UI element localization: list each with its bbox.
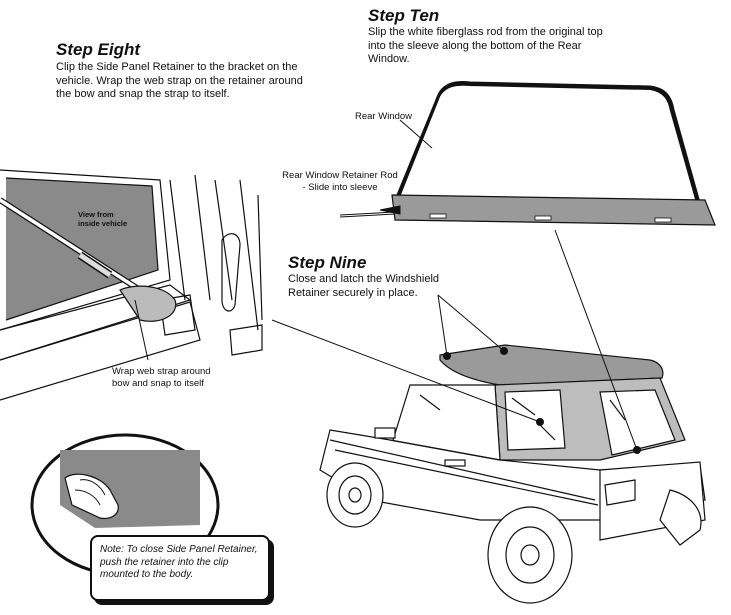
step-ten-instructions: Slip the white fiberglass rod from the o… xyxy=(368,26,603,65)
step-ten-heading: Step Ten xyxy=(368,6,440,25)
retainer-note-box: Note: To close Side Panel Retainer, push… xyxy=(90,535,270,601)
retainer-rod-label-line1: Rear Window Retainer Rod xyxy=(282,170,398,181)
step-nine-heading: Step Nine xyxy=(288,253,367,272)
step-eight-heading: Step Eight xyxy=(56,40,141,59)
wrap-strap-label-line1: Wrap web strap around xyxy=(112,366,211,377)
view-from-inside-label-line2: inside vehicle xyxy=(78,219,128,228)
rear-window-label: Rear Window xyxy=(355,111,413,122)
view-from-inside-label: View from inside vehicle xyxy=(78,210,127,228)
step-eight-instructions: Clip the Side Panel Retainer to the brac… xyxy=(56,61,303,100)
step-nine-instructions: Close and latch the Windshield Retainer … xyxy=(288,273,440,299)
wrap-strap-label-line2: bow and snap to itself xyxy=(112,378,204,389)
retainer-rod-label-line2: - Slide into sleeve xyxy=(302,182,378,193)
vehicle-drawing xyxy=(319,344,706,604)
interior-door-frame-drawing xyxy=(0,169,263,401)
retainer-rod-label: Rear Window Retainer Rod - Slide into sl… xyxy=(275,170,405,194)
callout-leader-lines xyxy=(271,119,638,451)
view-from-inside-label-line1: View from xyxy=(78,210,114,219)
callout-dots xyxy=(443,347,641,454)
rear-window-drawing xyxy=(339,80,716,226)
retainer-note-text: Note: To close Side Panel Retainer, push… xyxy=(100,544,258,580)
wrap-strap-label: Wrap web strap around bow and snap to it… xyxy=(112,366,222,390)
